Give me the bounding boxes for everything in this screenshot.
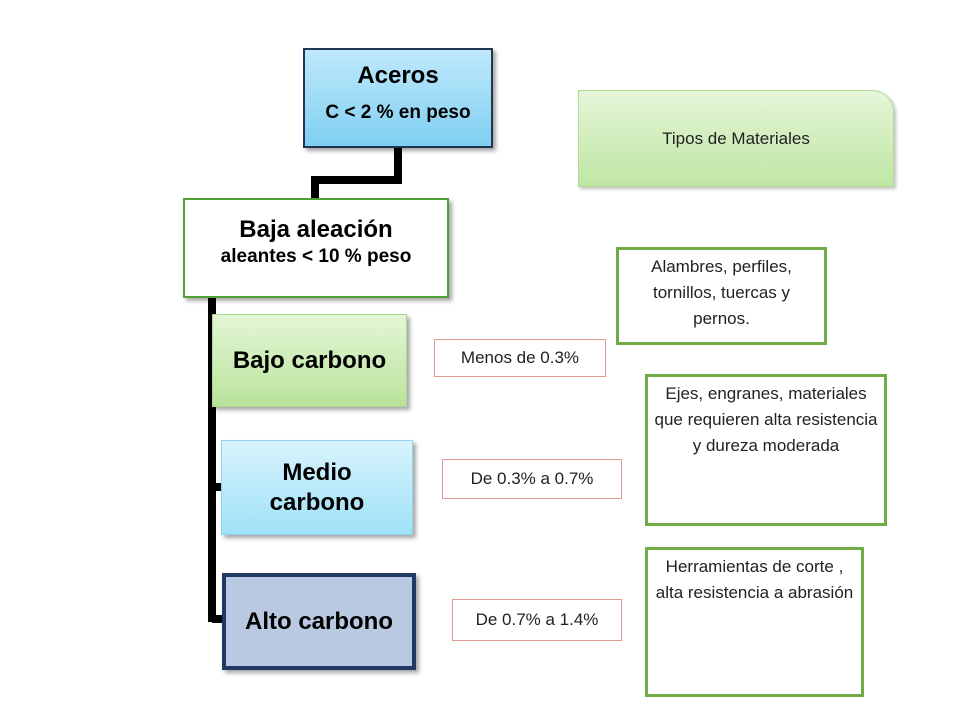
alto-carbono-node: Alto carbono	[222, 573, 416, 670]
bajo-carbono-uses: Alambres, perfiles, tornillos, tuercas y…	[616, 247, 827, 345]
baja-aleacion-title: Baja aleación	[239, 216, 393, 243]
medio-carbono-node: Medio carbono	[221, 440, 413, 535]
medio-carbono-range: De 0.3% a 0.7%	[442, 459, 622, 499]
root-to-baja-connector	[311, 148, 402, 198]
aceros-node: Aceros C < 2 % en peso	[303, 48, 493, 148]
medio-carbono-uses: Ejes, engranes, materiales que requieren…	[645, 374, 887, 526]
aceros-title: Aceros	[357, 62, 439, 89]
baja-aleacion-node: Baja aleación aleantes < 10 % peso	[183, 198, 449, 298]
baja-aleacion-subtitle: aleantes < 10 % peso	[220, 246, 412, 267]
tipos-materiales-tag: Tipos de Materiales	[578, 90, 894, 187]
aceros-subtitle: C < 2 % en peso	[325, 102, 471, 123]
alto-carbono-uses: Herramientas de corte , alta resistencia…	[645, 547, 864, 697]
alto-carbono-range: De 0.7% a 1.4%	[452, 599, 622, 641]
bajo-carbono-range: Menos de 0.3%	[434, 339, 606, 377]
bajo-carbono-node: Bajo carbono	[212, 314, 407, 407]
